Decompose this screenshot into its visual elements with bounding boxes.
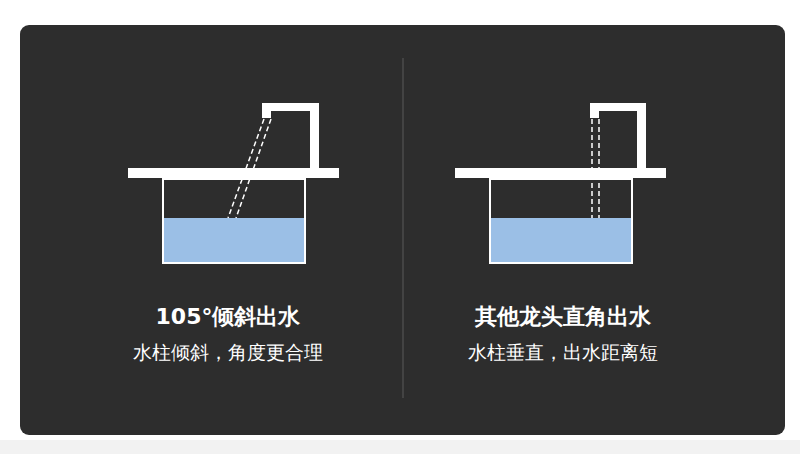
vertical-faucet-figure — [455, 103, 666, 263]
caption-label: 水柱垂直，出水距离短 — [468, 340, 658, 366]
faucet-body — [637, 103, 646, 169]
water-stream — [228, 119, 264, 218]
water-stream — [591, 119, 593, 218]
water — [164, 218, 304, 262]
heading-label: 其他龙头直角出水 — [475, 302, 651, 332]
counter — [128, 168, 339, 178]
dark-panel — [20, 25, 785, 435]
basin — [490, 179, 632, 263]
page-strip — [0, 440, 800, 454]
faucet-body — [310, 103, 319, 169]
water-stream — [236, 119, 271, 218]
faucet-tip — [262, 103, 271, 118]
heading-label: 105°倾斜出水 — [156, 302, 301, 332]
water-stream — [598, 119, 600, 218]
faucet-tip — [590, 103, 599, 118]
tilted-faucet-figure — [128, 103, 339, 263]
divider — [403, 58, 404, 398]
basin — [163, 179, 305, 263]
water — [491, 218, 631, 262]
caption-label: 水柱倾斜，角度更合理 — [133, 340, 323, 366]
counter — [455, 168, 666, 178]
